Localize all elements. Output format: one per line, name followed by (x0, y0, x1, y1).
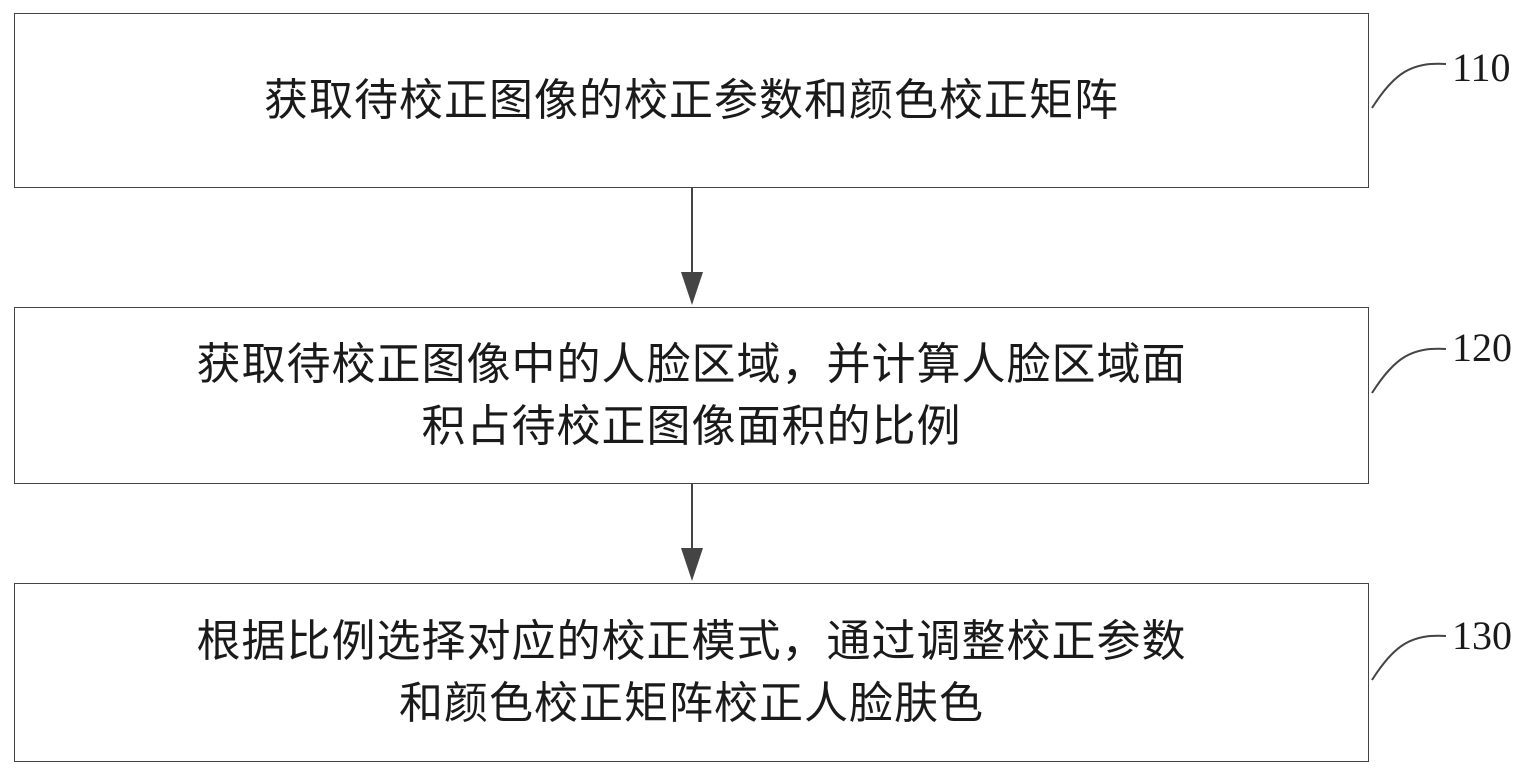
leader-line-110 (1371, 62, 1447, 109)
leader-line-120 (1371, 347, 1447, 394)
step-label-130: 130 (1452, 613, 1512, 658)
step-130-text-line-2: 和颜色校正矩阵校正人脸肤色 (399, 677, 984, 729)
step-box-130: 根据比例选择对应的校正模式，通过调整校正参数 和颜色校正矩阵校正人脸肤色 (14, 583, 1369, 762)
step-label-120: 120 (1452, 325, 1512, 370)
arrow-120-to-130 (681, 484, 703, 581)
step-box-120: 获取待校正图像中的人脸区域，并计算人脸区域面 积占待校正图像面积的比例 (14, 307, 1369, 484)
step-box-110: 获取待校正图像的校正参数和颜色校正矩阵 (14, 13, 1369, 188)
step-130-text-line-1: 根据比例选择对应的校正模式，通过调整校正参数 (196, 615, 1187, 667)
step-110-text-line-1: 获取待校正图像的校正参数和颜色校正矩阵 (264, 74, 1119, 126)
arrow-110-to-120 (681, 188, 703, 305)
step-label-110: 110 (1452, 45, 1511, 90)
step-120-text-line-2: 积占待校正图像面积的比例 (421, 400, 962, 452)
step-120-text-line-1: 获取待校正图像中的人脸区域，并计算人脸区域面 (196, 338, 1187, 390)
leader-line-130 (1371, 634, 1447, 681)
